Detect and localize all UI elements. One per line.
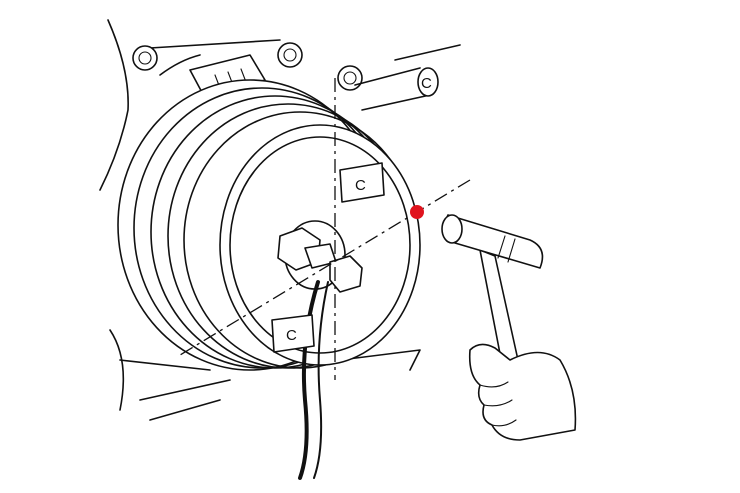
label-c-rod-text: C (421, 75, 432, 92)
wire-icon (298, 280, 329, 480)
rod-part (354, 44, 461, 111)
hex-bolt-icon (277, 227, 363, 293)
strike-point-marker (410, 205, 424, 219)
block-bolt-2 (277, 42, 303, 68)
engine-block-outline (99, 19, 421, 421)
hammer-icon (441, 214, 544, 365)
label-c-bottom-text: C (286, 327, 297, 344)
label-c-rod: C (421, 75, 432, 92)
hand-icon (468, 343, 577, 441)
pulley-icon (117, 79, 421, 371)
label-c-top: C (339, 162, 385, 203)
label-c-top-text: C (355, 177, 366, 194)
block-bolt-3 (337, 65, 363, 91)
label-c-bottom: C (271, 314, 315, 353)
block-bolt-1 (132, 45, 158, 71)
